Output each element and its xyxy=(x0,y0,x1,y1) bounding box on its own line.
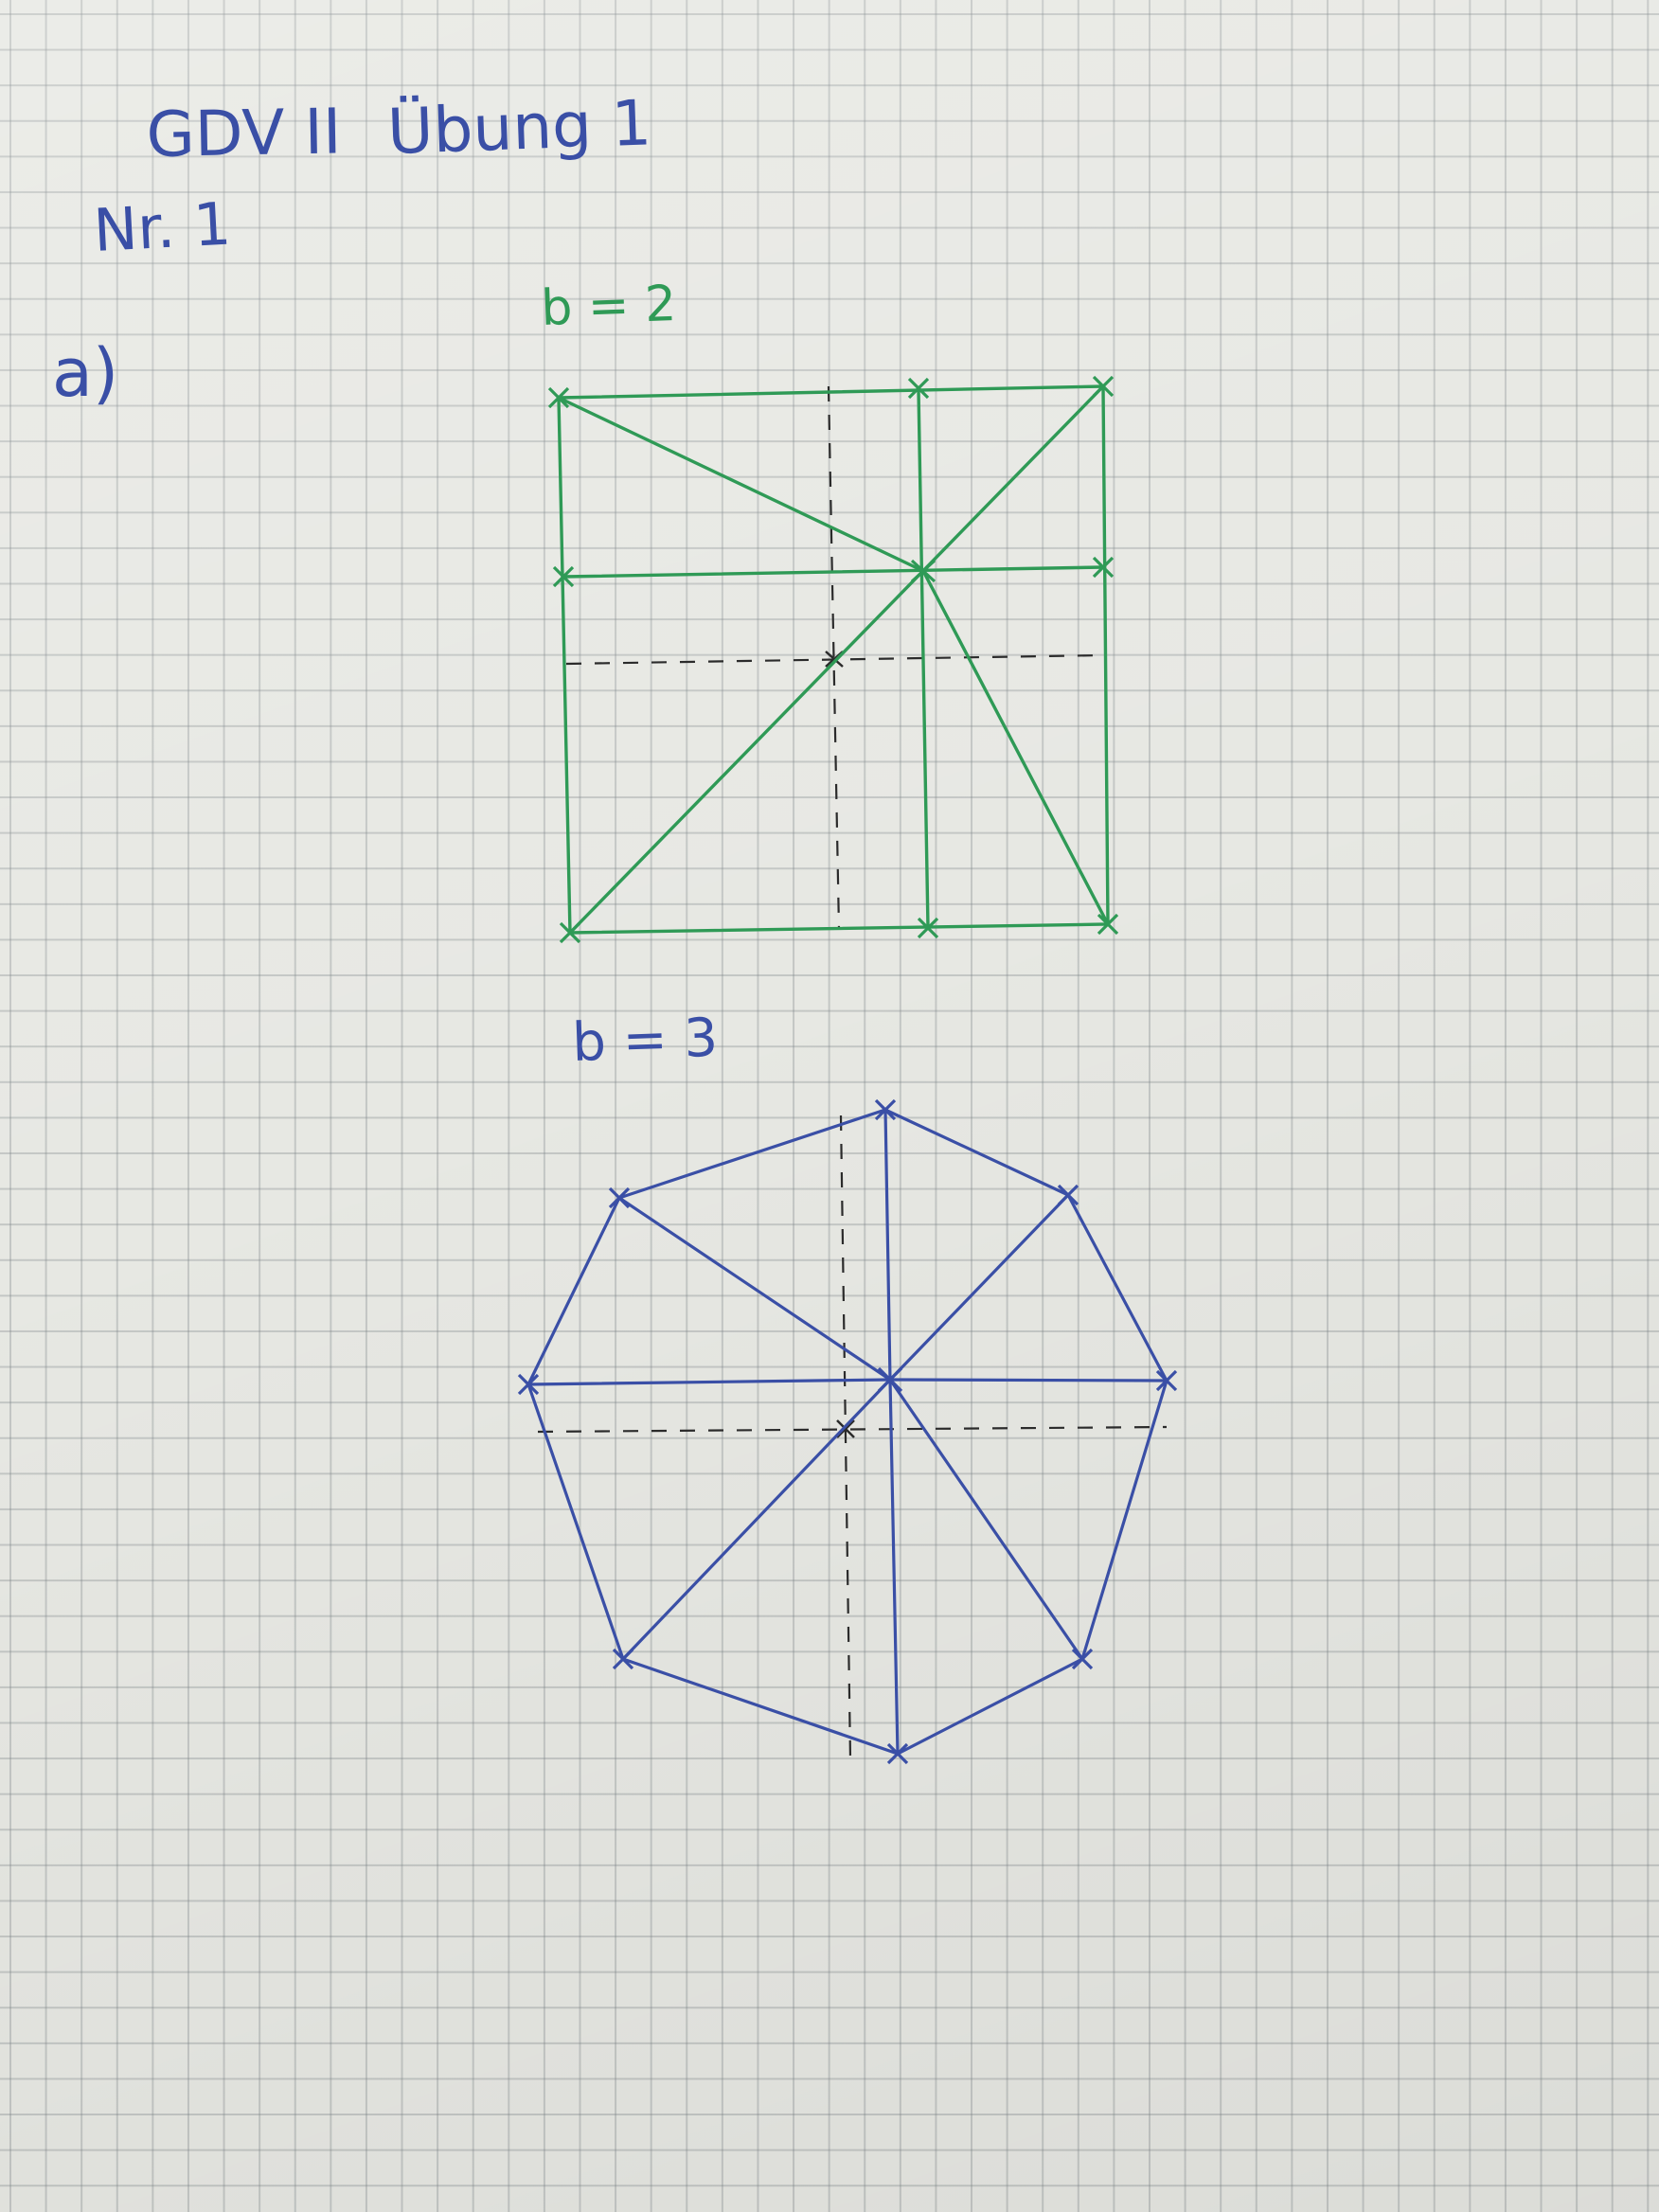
subtask-label: a) xyxy=(52,334,118,412)
square-diagonal-long xyxy=(568,384,1105,935)
octagon-spoke-upper-right xyxy=(888,1193,1070,1382)
square-vertex-marks xyxy=(547,375,1119,944)
task-number: Nr. 1 xyxy=(92,188,233,264)
course-title: GDV II xyxy=(146,95,342,171)
figure-octagon-b3: b = 3 xyxy=(517,1008,1178,1765)
octagon-vertical-axis xyxy=(839,1115,852,1760)
octagon-vertex-marks xyxy=(517,1098,1178,1765)
octagon-spoke-bottom xyxy=(888,1378,900,1756)
octagon-spoke-lower-right xyxy=(888,1378,1084,1661)
octagon-spoke-right xyxy=(888,1378,1168,1382)
square-diagonal-lower xyxy=(921,569,1110,926)
octagon-axes xyxy=(537,1115,1168,1760)
octagon-spoke-upper-left xyxy=(617,1196,892,1382)
exercise-title: Übung 1 xyxy=(386,86,652,169)
square-inner-horizontal xyxy=(562,565,1105,579)
octagon-spoke-top xyxy=(883,1108,892,1382)
figure-square-b2: b = 2 xyxy=(540,276,1119,944)
octagon-spoke-lower-left xyxy=(621,1378,892,1661)
octagon-spoke-left xyxy=(526,1378,892,1386)
figure-label-b2: b = 2 xyxy=(540,276,677,337)
octagon-center-cross xyxy=(836,1419,855,1438)
square-inner-vertical xyxy=(917,388,930,930)
square-vertical-axis xyxy=(827,385,841,931)
octagon-horizontal-axis xyxy=(537,1425,1168,1434)
square-diagonal-upper xyxy=(557,396,925,573)
figure-label-b3: b = 3 xyxy=(571,1008,719,1074)
